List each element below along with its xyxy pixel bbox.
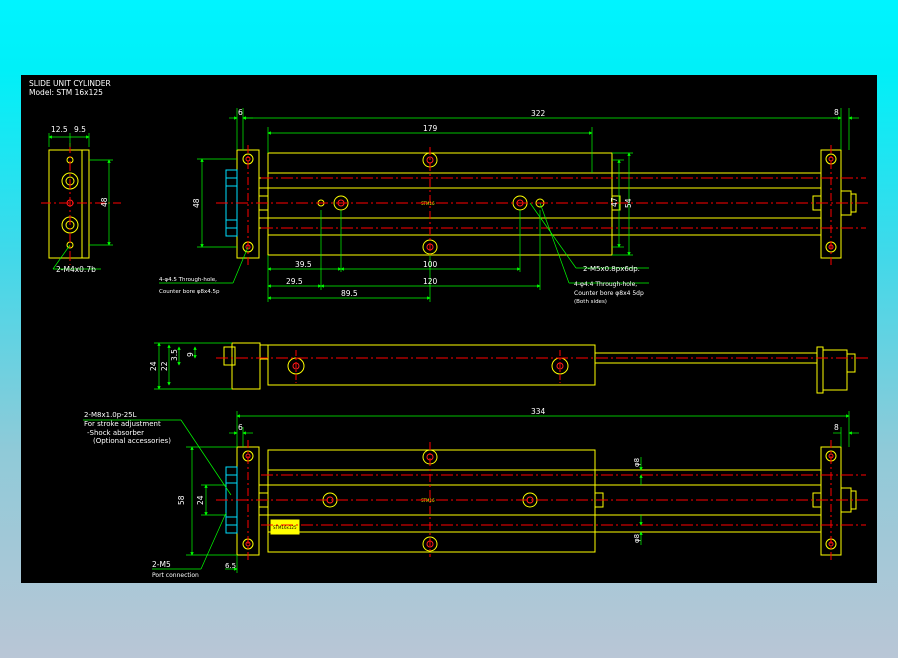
end-view: 12.5 9.5 48 2-M4x0.7b (41, 125, 121, 274)
bottom-dim-d8-bot: φ8 (633, 534, 641, 543)
top-dim-89-5: 89.5 (341, 289, 358, 298)
bottom-port-1: 2-M5 (152, 560, 171, 569)
bottom-port-2: Port connection (152, 572, 199, 579)
bottom-dim-24: 24 (196, 495, 205, 505)
top-dim-6: 6 (238, 108, 243, 117)
drawing-model: Model: STM 16x125 (29, 88, 103, 97)
end-dim-12-5: 12.5 (51, 125, 68, 134)
side-dim-24: 24 (149, 361, 158, 371)
top-dim-48: 48 (192, 198, 201, 208)
top-callout-left-1: 4-φ4.5 Through-hole, (159, 277, 217, 283)
top-dim-8: 8 (834, 108, 839, 117)
top-dim-39-5: 39.5 (295, 260, 312, 269)
top-callout-right-3: Counter bore φ8x4 5dp (574, 290, 644, 297)
end-callout: 2-M4x0.7b (56, 265, 96, 274)
bottom-callout-4: (Optional accessories) (93, 437, 171, 445)
bottom-dim-6-5: 6.5 (225, 562, 236, 570)
top-dim-322: 322 (531, 109, 546, 118)
bottom-dim-334: 334 (531, 407, 546, 416)
side-dim-3-5: 3.5 (170, 349, 179, 361)
bottom-callout-1: 2-M8x1.0p-25L (84, 411, 137, 419)
cad-drawing: SLIDE UNIT CYLINDER Model: STM 16x125 12… (29, 79, 869, 579)
side-dim-22: 22 (160, 361, 169, 371)
bottom-callout-3: -Shock absorber (87, 429, 144, 437)
bottom-label-plate: STM16x125 (273, 525, 297, 530)
end-dim-9-5: 9.5 (74, 125, 86, 134)
top-view: STM16 6 322 8 179 48 47 (159, 108, 869, 305)
end-dim-48: 48 (100, 197, 109, 207)
top-dim-120: 120 (423, 277, 438, 286)
drawing-title: SLIDE UNIT CYLINDER (29, 79, 111, 88)
top-dim-47: 47 (610, 197, 619, 207)
bottom-callout-2: For stroke adjustment (84, 420, 161, 428)
top-callout-left-2: Counter bore φ8x4.5p (159, 289, 220, 295)
bottom-dim-6: 6 (238, 423, 243, 432)
top-callout-right-1: 2-M5x0.8px6dp. (583, 265, 640, 273)
side-view: 24 22 3.5 9 (149, 342, 869, 394)
top-callout-right-2: 4-φ4.4 Through-hole, (574, 281, 637, 288)
side-dim-9: 9 (186, 352, 195, 357)
drawing-sheet: SLIDE UNIT CYLINDER Model: STM 16x125 12… (21, 75, 877, 583)
bottom-dim-d8-top: φ8 (633, 458, 641, 467)
top-dim-100: 100 (423, 260, 438, 269)
top-dim-179: 179 (423, 124, 438, 133)
bottom-dim-58: 58 (177, 495, 186, 505)
top-dim-54: 54 (624, 198, 633, 208)
bottom-view: STM16 STM16x125 334 6 8 58 24 φ8 (83, 407, 869, 579)
bottom-dim-8: 8 (834, 423, 839, 432)
top-callout-right-4: (Both sides) (574, 299, 607, 305)
top-dim-29-5: 29.5 (286, 277, 303, 286)
